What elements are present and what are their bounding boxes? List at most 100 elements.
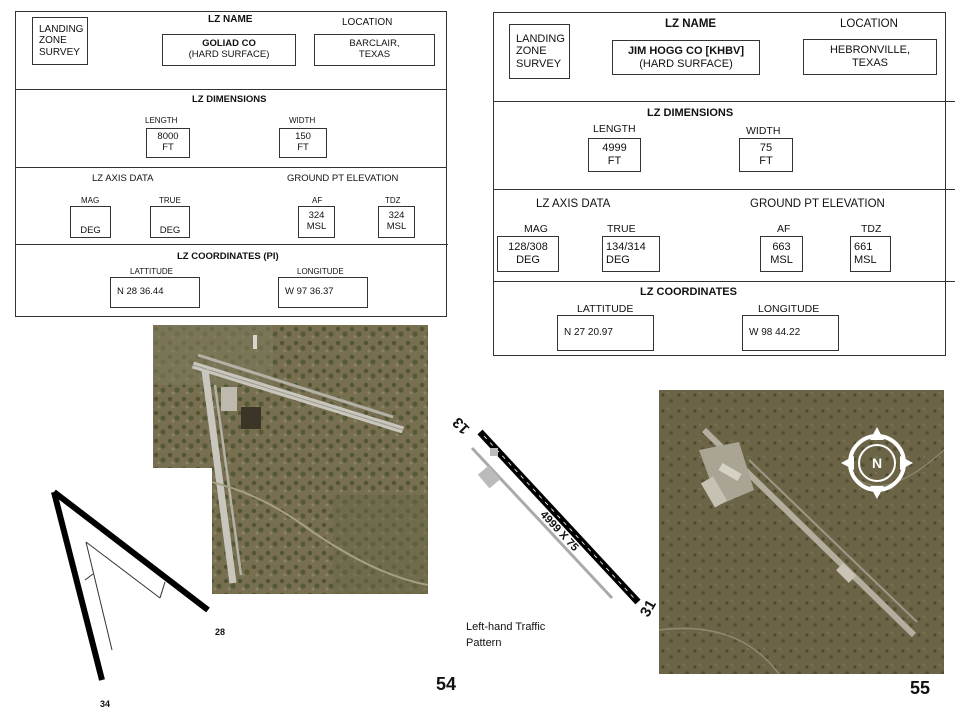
- right-lat-box: N 27 20.97: [557, 315, 654, 351]
- left-runway-34: [51, 491, 105, 681]
- right-af-unit: MSL: [770, 254, 793, 266]
- compass-letter-n: N: [872, 455, 882, 471]
- right-elev-header: GROUND PT ELEVATION: [750, 198, 885, 210]
- left-traffic-pattern-a: [85, 541, 161, 599]
- right-true-label: TRUE: [607, 223, 636, 235]
- left-divider-2: [15, 167, 446, 168]
- right-tdz-value: 661: [854, 241, 873, 254]
- right-hangar: [490, 448, 498, 456]
- left-tdz-label: TDZ: [385, 196, 401, 205]
- left-location-line-1: BARCLAIR,: [349, 38, 400, 50]
- left-lz-name-box: GOLIAD CO (HARD SURFACE): [162, 34, 296, 66]
- right-survey-line-3: SURVEY: [516, 57, 562, 70]
- right-page-number: 55: [910, 678, 931, 698]
- left-axis-header: LZ AXIS DATA: [92, 173, 154, 184]
- left-survey-label-box: LANDING ZONE SURVEY: [32, 17, 88, 65]
- right-lon-value: W 98 44.22: [749, 327, 801, 339]
- right-traffic-note: Left-hand Traffic Pattern: [466, 620, 545, 652]
- left-lz-name: GOLIAD CO: [202, 38, 256, 50]
- right-survey-line-2: ZONE: [516, 45, 547, 58]
- left-survey-line-1: LANDING: [39, 23, 84, 35]
- left-survey-line-2: ZONE: [39, 35, 67, 47]
- right-runway-centerline: [483, 435, 635, 599]
- left-mag-value: DEG: [80, 225, 101, 237]
- left-mag-box: DEG: [70, 206, 111, 238]
- left-traffic-leg-a: [159, 581, 166, 599]
- right-width-unit: FT: [759, 155, 773, 167]
- left-width-box: 150 FT: [279, 128, 327, 158]
- left-af-value: 324: [308, 210, 325, 222]
- left-survey-line-3: SURVEY: [39, 46, 80, 58]
- left-length-label: LENGTH: [145, 116, 178, 125]
- right-location-line-2: TEXAS: [851, 57, 889, 69]
- right-apron: [477, 465, 501, 489]
- right-survey-line-1: LANDING: [516, 32, 565, 45]
- right-mag-label: MAG: [524, 223, 548, 235]
- right-lz-name: JIM HOGG CO [KHBV]: [627, 44, 745, 57]
- right-tdz-label: TDZ: [861, 223, 882, 235]
- right-axis-header: LZ AXIS DATA: [536, 198, 611, 210]
- left-true-value: DEG: [159, 225, 181, 237]
- right-mag-unit: DEG: [516, 254, 540, 266]
- left-divider-3: [15, 244, 448, 245]
- left-location-line-2: TEXAS: [358, 49, 391, 60]
- left-dimensions-header: LZ DIMENSIONS: [192, 94, 267, 105]
- left-af-unit: MSL: [306, 221, 327, 232]
- right-divider-3: [493, 281, 955, 282]
- right-location-header: LOCATION: [840, 18, 898, 30]
- left-tdz-unit: MSL: [386, 221, 407, 232]
- right-aerial-photo-svg: [659, 390, 944, 674]
- left-lat-label: LATTITUDE: [130, 267, 173, 276]
- left-page-number: 54: [436, 674, 457, 694]
- right-width-value: 75: [759, 142, 773, 155]
- left-width-value: 150: [295, 131, 311, 143]
- right-traffic-note-line-2: Pattern: [466, 636, 502, 649]
- left-lat-value: N 28 36.44: [117, 286, 164, 298]
- left-length-box: 8000 FT: [146, 128, 190, 158]
- right-true-value: 134/314: [606, 241, 646, 254]
- left-runway-label-28: 28: [215, 627, 226, 637]
- left-lat-box: N 28 36.44: [110, 277, 200, 308]
- left-lon-label: LONGITUDE: [297, 267, 344, 276]
- left-tdz-value: 324: [388, 210, 405, 222]
- left-lon-box: W 97 36.37: [278, 277, 368, 308]
- right-survey-label-box: LANDING ZONE SURVEY: [509, 24, 570, 79]
- right-runway-diagram: [470, 429, 641, 605]
- left-runway-label-34: 34: [100, 699, 111, 709]
- right-true-unit: DEG: [606, 254, 630, 266]
- right-af-label: AF: [777, 223, 791, 235]
- right-width-label: WIDTH: [746, 125, 781, 137]
- left-traffic-pattern-b: [85, 541, 113, 651]
- right-af-box: 663 MSL: [760, 236, 803, 272]
- left-true-box: DEG: [150, 206, 190, 238]
- right-length-box: 4999 FT: [588, 138, 641, 172]
- left-coords-header: LZ COORDINATES (PI): [177, 251, 279, 262]
- right-divider-2: [493, 189, 955, 190]
- left-lz-surface: (HARD SURFACE): [188, 49, 270, 60]
- left-aerial-photo-svg: [153, 325, 428, 594]
- left-lz-name-header: LZ NAME: [208, 14, 253, 25]
- left-af-box: 324 MSL: [298, 206, 335, 238]
- left-mag-label: MAG: [81, 196, 100, 205]
- left-tdz-box: 324 MSL: [378, 206, 415, 238]
- right-tdz-box: 661 MSL: [850, 236, 891, 272]
- right-mag-box: 128/308 DEG: [497, 236, 559, 272]
- right-divider-1: [493, 101, 955, 102]
- right-lz-name-box: JIM HOGG CO [KHBV] (HARD SURFACE): [612, 40, 760, 75]
- left-elev-header: GROUND PT ELEVATION: [287, 173, 399, 184]
- left-width-unit: FT: [297, 142, 309, 153]
- left-width-label: WIDTH: [289, 116, 316, 125]
- right-tdz-unit: MSL: [854, 254, 877, 266]
- right-width-box: 75 FT: [739, 138, 793, 172]
- left-af-label: AF: [312, 196, 323, 205]
- right-true-box: 134/314 DEG: [602, 236, 660, 272]
- right-location-box: HEBRONVILLE, TEXAS: [803, 39, 937, 75]
- right-mag-value: 128/308: [508, 241, 548, 254]
- right-length-label: LENGTH: [593, 123, 636, 135]
- right-lat-label: LATTITUDE: [577, 303, 634, 315]
- right-lz-surface: (HARD SURFACE): [639, 57, 733, 70]
- left-location-header: LOCATION: [342, 17, 393, 28]
- left-aerial-photo: [153, 325, 428, 594]
- right-traffic-note-line-1: Left-hand Traffic: [466, 621, 546, 633]
- right-length-value: 4999: [602, 142, 627, 155]
